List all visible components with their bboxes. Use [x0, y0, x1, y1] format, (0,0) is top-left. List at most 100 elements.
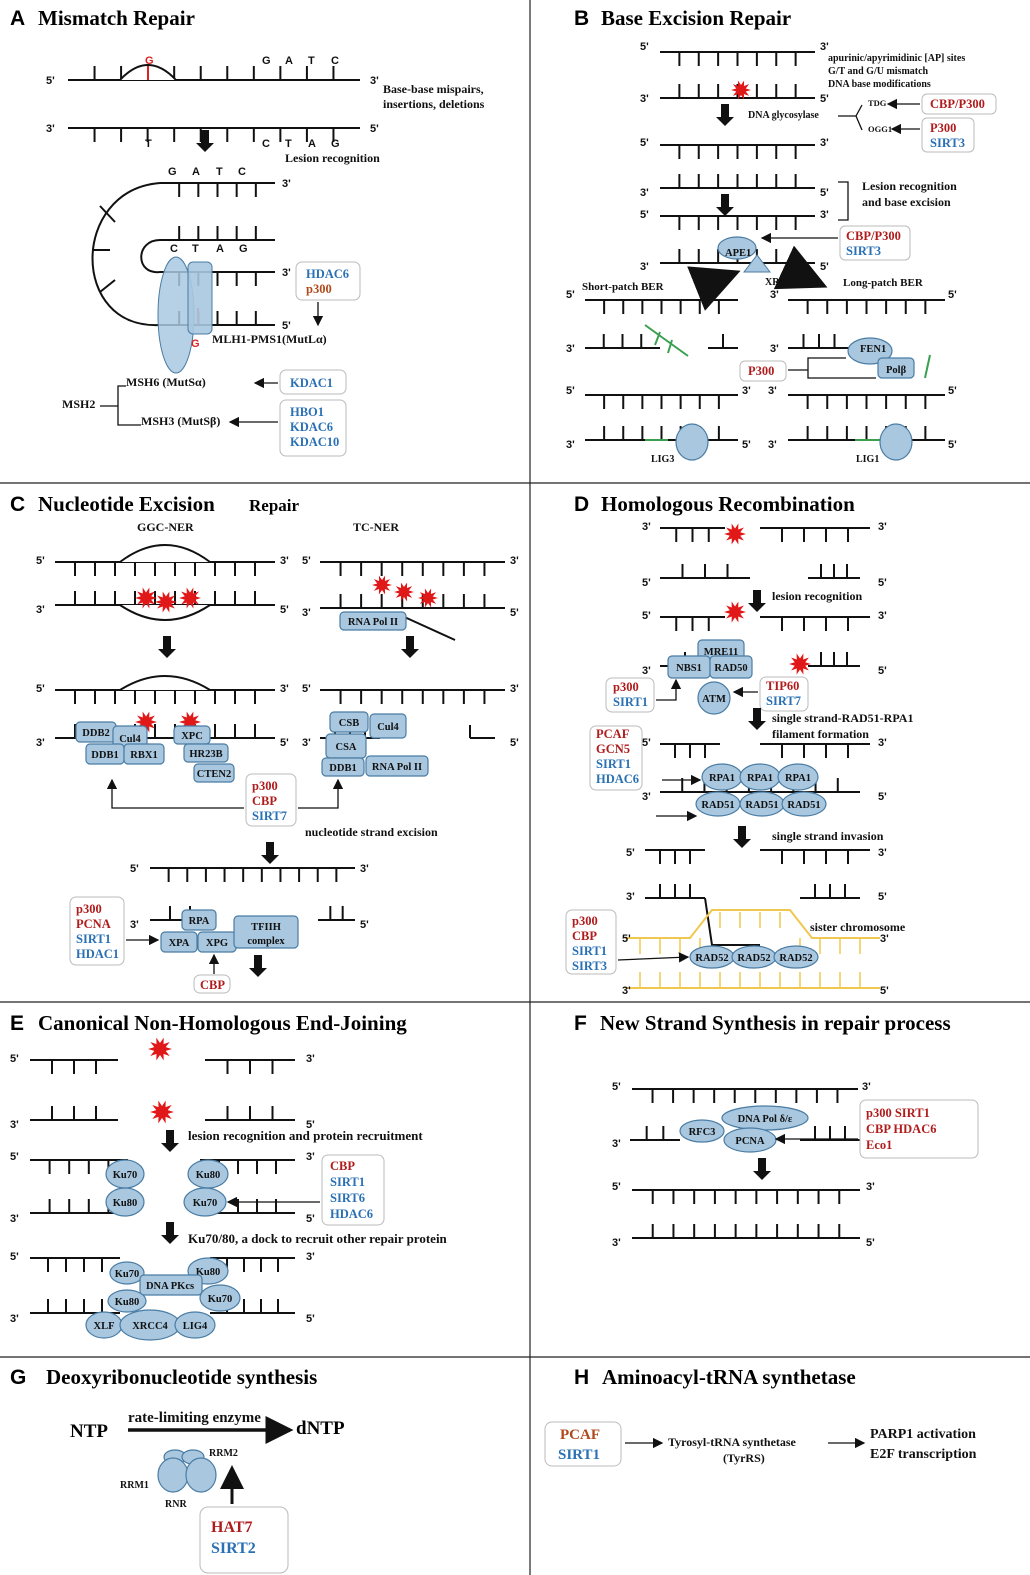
tcag-t2: T — [285, 138, 292, 150]
strand-end-label: 5' — [878, 791, 887, 803]
b-ap-sites: apurinic/apyrimidinic [AP] sites — [828, 53, 965, 64]
c-regulator-box-1 — [245, 773, 297, 827]
dna-lesion-star — [179, 587, 201, 609]
strand-end-label: 3' — [820, 41, 829, 53]
muts-protein — [187, 261, 213, 335]
strand-end-label: 5' — [820, 187, 829, 199]
strand-end-label: 3' — [642, 791, 651, 803]
strand-end-label: 5' — [282, 320, 291, 332]
strand-end-label: 3' — [306, 1251, 315, 1263]
b-p300-2: P300 — [748, 364, 774, 378]
d-regulator-box-1 — [605, 677, 655, 713]
b-lig1: LIG1 — [856, 454, 879, 465]
d-atm-label: ATM — [702, 694, 726, 705]
strand-end-label: 3' — [10, 1213, 19, 1225]
b-flap-short — [644, 324, 689, 357]
dna-lesion-star — [148, 1037, 172, 1061]
c-xpc-label: XPC — [181, 731, 203, 742]
panel-e-letter: E — [10, 1012, 24, 1035]
d-rad50-label: RAD50 — [714, 663, 747, 674]
strand-end-label: 3' — [880, 933, 889, 945]
step-arrow — [166, 1222, 174, 1236]
strand-end-label: 3' — [770, 289, 779, 301]
d-hdac6: HDAC6 — [596, 772, 639, 786]
g-dntp: dNTP — [296, 1418, 345, 1439]
strand-end-label: 5' — [640, 41, 649, 53]
c-cul4-label: Cul4 — [119, 734, 141, 745]
f-cbp: CBP HDAC6 — [866, 1122, 937, 1136]
strand-end-label: 5' — [302, 683, 311, 695]
h-regulator-box — [544, 1421, 622, 1467]
c-cut — [469, 725, 495, 739]
c-excision: nucleotide strand excision — [305, 825, 438, 839]
b-long-patch: Long-patch BER — [843, 277, 924, 289]
d-gcn5: GCN5 — [596, 742, 630, 756]
strand-end-label: 3' — [640, 261, 649, 273]
b-lig3-shape — [675, 423, 709, 461]
connector-arrow — [855, 104, 863, 117]
d-invading-strand — [704, 897, 760, 946]
d-rad52-a-label: RAD52 — [695, 953, 728, 964]
tcag-a: A — [308, 138, 316, 150]
c-cul4b-label: Cul4 — [377, 722, 399, 733]
e-ku80-a — [105, 1187, 145, 1217]
dna-lesion-star — [394, 582, 414, 602]
step-arrow — [166, 1130, 174, 1144]
c-p300: p300 — [252, 779, 278, 793]
d-regulator-box-3 — [589, 725, 643, 791]
connector-arrow — [855, 115, 863, 131]
panel-f: F New Strand Synthesis in repair process… — [574, 1011, 951, 1152]
strand-end-label: 5' — [612, 1081, 621, 1093]
d-rad52-b-label: RAD52 — [737, 953, 770, 964]
strand-end-label: 3' — [566, 439, 575, 451]
b-fen1-shape — [847, 337, 893, 365]
strand-end-label: 5' — [640, 209, 649, 221]
strand-end-label: 5' — [280, 604, 289, 616]
d-ss-2: filament formation — [772, 727, 869, 741]
step-arrow-head — [196, 143, 214, 152]
msh-bracket — [100, 385, 141, 426]
e-cbp: CBP — [330, 1159, 355, 1173]
panel-a-title: Mismatch Repair — [38, 6, 195, 30]
c-tfiih-label-2: complex — [247, 936, 285, 947]
e-step-2: Ku70/80, a dock to recruit other repair … — [188, 1231, 448, 1246]
protein-shapes: 5'3'3'5'3'3'5'5'3'3'5'5'3'3'5'5'3'3'5'5'… — [10, 41, 979, 1504]
gatc-g: G — [262, 55, 271, 67]
strand-end-label: 5' — [878, 577, 887, 589]
e-ku70-d — [199, 1284, 241, 1312]
panel-d-title: Homologous Recombination — [601, 492, 855, 516]
e-ku70-b — [183, 1187, 227, 1217]
d-rpa1-b-label: RPA1 — [747, 773, 773, 784]
c-bubble-top — [119, 544, 211, 563]
dna-lesion-star — [418, 588, 438, 608]
g-rrm1-shape — [157, 1457, 189, 1493]
c-rpa — [181, 909, 217, 931]
d-rad50 — [709, 655, 753, 679]
d-rad51-c — [781, 791, 827, 817]
a-regulator-box-1 — [295, 261, 361, 301]
b-sirt3: SIRT3 — [930, 136, 965, 150]
gatc-t: T — [308, 55, 315, 67]
strand-end-label: 3' — [510, 555, 519, 567]
strand-end-label: 3' — [768, 439, 777, 451]
a-kdac1: KDAC1 — [290, 376, 333, 390]
g-rnr: RNR — [165, 1499, 187, 1510]
strand-end-label: 3' — [306, 1151, 315, 1163]
mismatch-note-1: Base-base mispairs, — [383, 82, 484, 96]
c-rpa-label: RPA — [189, 916, 210, 927]
c-csa-label: CSA — [335, 742, 356, 753]
strand-end-label: 3' — [640, 187, 649, 199]
e-lig4 — [174, 1311, 216, 1339]
strand-end-label: 3' — [566, 343, 575, 355]
panel-h: H Aminoacyl-tRNA synthetase PCAF SIRT1 T… — [544, 1365, 977, 1467]
b-modifications: DNA base modifications — [828, 79, 931, 90]
d-sirt3: SIRT3 — [572, 959, 607, 973]
c-ggc-ner: GGC-NER — [137, 520, 194, 534]
g-rrm2: RRM2 — [209, 1448, 238, 1459]
a-regulator-box-3 — [279, 399, 347, 457]
tcag-t: T — [145, 138, 152, 150]
strand-end-label: 3' — [820, 137, 829, 149]
dna-lesion-star — [372, 575, 392, 595]
b-sirt3-2: SIRT3 — [846, 244, 881, 258]
